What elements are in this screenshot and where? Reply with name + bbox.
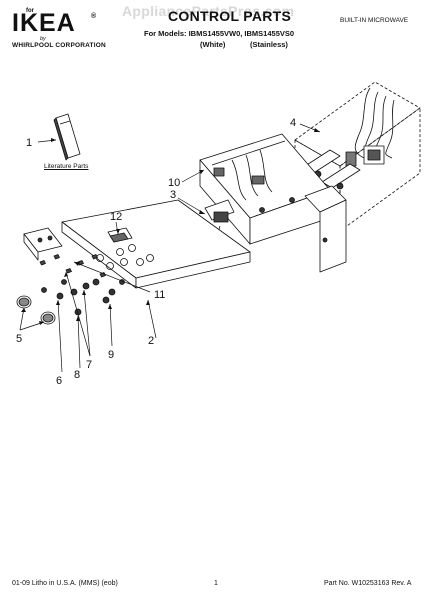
part-number: Part No. W10253163 Rev. A xyxy=(324,580,412,587)
knobs xyxy=(16,295,56,325)
side-bracket xyxy=(23,227,63,261)
callout-6: 6 xyxy=(56,375,62,387)
callout-4: 4 xyxy=(290,117,296,129)
print-info: 01-09 Litho in U.S.A. (MMS) (eob) xyxy=(12,580,118,587)
leader-arrowheads xyxy=(21,128,320,325)
callout-2: 2 xyxy=(148,335,154,347)
brand-for-text: for xyxy=(26,8,34,14)
variant-stainless: (Stainless) xyxy=(250,40,288,49)
callout-1: 1 xyxy=(26,137,32,149)
page-title: CONTROL PARTS xyxy=(168,8,292,24)
callout-12: 12 xyxy=(110,211,122,223)
ikea-logo: IKEA xyxy=(12,9,76,37)
literature-booklet xyxy=(53,113,81,161)
callout-7: 7 xyxy=(86,359,92,371)
callout-8: 8 xyxy=(74,369,80,381)
wire-harness xyxy=(345,87,395,167)
page-number: 1 xyxy=(214,580,218,587)
callout-11: 11 xyxy=(154,289,165,301)
callout-9: 9 xyxy=(108,349,114,361)
registered-mark: ® xyxy=(91,13,97,20)
callout-numbers: 1 2 3 4 5 6 7 8 9 10 11 12 xyxy=(16,117,296,387)
model-numbers: For Models: IBMS1455VW0, IBMS1455VS0 xyxy=(144,29,295,38)
callout-3: 3 xyxy=(170,189,176,201)
watermark: AppliancePartsPros.com xyxy=(122,3,295,19)
variant-white: (White) xyxy=(200,40,226,49)
brand-by-text: by xyxy=(40,36,46,42)
callout-5: 5 xyxy=(16,333,22,345)
control-panel xyxy=(61,199,251,289)
product-category: BUILT-IN MICROWAVE xyxy=(340,17,409,24)
manufacturer-name: WHIRLPOOL CORPORATION xyxy=(12,42,106,49)
callout-10: 10 xyxy=(168,177,180,189)
screws-and-switches xyxy=(39,254,125,316)
literature-parts-label: Literature Parts xyxy=(44,163,89,170)
